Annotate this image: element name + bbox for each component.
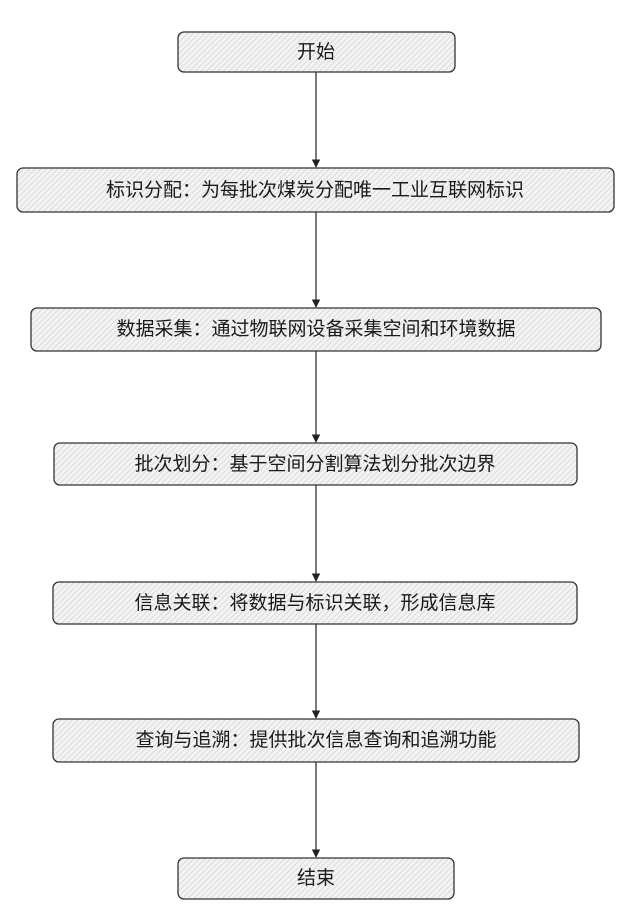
data-collection-node: 数据采集：通过物联网设备采集空间和环境数据	[31, 308, 601, 351]
identifier-allocation-node: 标识分配：为每批次煤炭分配唯一工业互联网标识	[17, 168, 614, 212]
batch-division-label: 批次划分：基于空间分割算法划分批次边界	[134, 453, 495, 475]
identifier-allocation-label: 标识分配：为每批次煤炭分配唯一工业互联网标识	[106, 179, 524, 201]
data-collection-label: 数据采集：通过物联网设备采集空间和环境数据	[116, 318, 515, 340]
batch-division-node: 批次划分：基于空间分割算法划分批次边界	[54, 443, 577, 485]
query-tracing-label: 查询与追溯：提供批次信息查询和追溯功能	[135, 729, 496, 751]
info-association-label: 信息关联：将数据与标识关联，形成信息库	[134, 592, 495, 614]
end-label: 结束	[297, 867, 335, 889]
query-tracing-node: 查询与追溯：提供批次信息查询和追溯功能	[53, 719, 579, 762]
end-node: 结束	[178, 858, 454, 899]
start-label: 开始	[297, 41, 335, 63]
start-node: 开始	[178, 32, 455, 72]
info-association-node: 信息关联：将数据与标识关联，形成信息库	[53, 582, 577, 624]
